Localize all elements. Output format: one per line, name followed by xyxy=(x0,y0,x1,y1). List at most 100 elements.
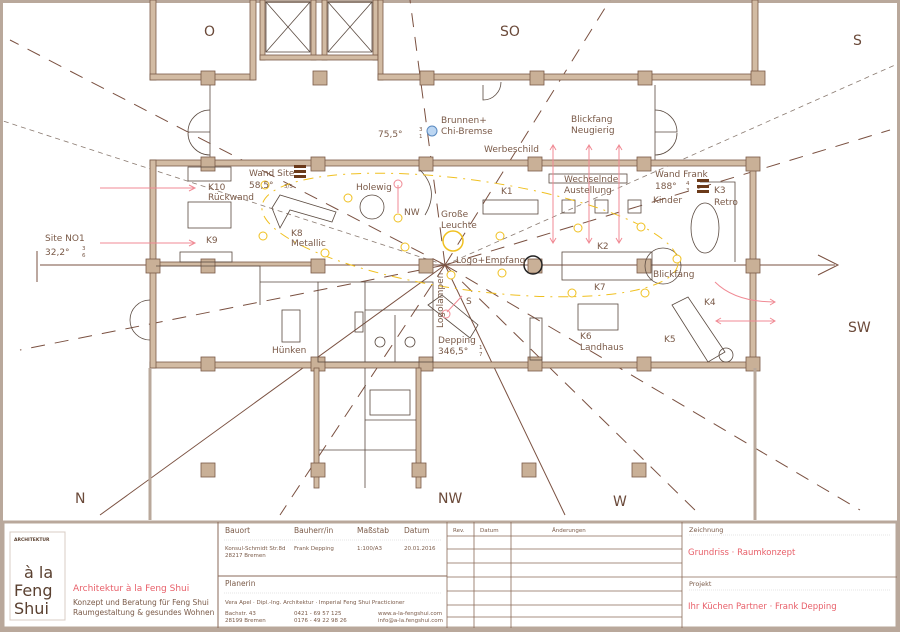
logo-architektur: ARCHITEKTUR xyxy=(14,537,50,543)
fraction-bottom: 3 xyxy=(686,188,690,194)
columns xyxy=(145,156,761,372)
label-austellung: Austellung xyxy=(564,186,612,196)
planerin-phone-1: 0421 - 69 57 125 xyxy=(294,611,342,617)
movement-arrows xyxy=(100,125,776,325)
label-k3: K3 xyxy=(714,186,726,196)
planerin-website: www.a-la-fengshui.com xyxy=(378,611,442,617)
header-zeichnung: Zeichnung xyxy=(689,526,723,534)
label-depping: Depping xyxy=(438,336,476,346)
fraction-top: 3 xyxy=(82,246,86,252)
label-kinder: Kinder xyxy=(653,196,682,206)
direction-nw: NW xyxy=(438,491,462,507)
logo-shui: Shui xyxy=(14,599,49,618)
arrow-head-icon xyxy=(817,254,840,276)
label-leuchte: Leuchte xyxy=(441,221,477,231)
label-retro: Retro xyxy=(714,198,738,208)
elevator-icon xyxy=(327,1,373,53)
header-planerin: Planerin xyxy=(225,579,256,588)
logo-feng: Feng xyxy=(14,581,52,600)
fraction-bottom: 6 xyxy=(82,253,86,259)
label-wand-site-degree: 58,5° xyxy=(249,181,274,191)
planerin-city: 28199 Bremen xyxy=(225,618,266,624)
label-s-mark: S xyxy=(466,297,472,307)
feng-shui-guide-lines xyxy=(0,0,896,516)
label-k5: K5 xyxy=(664,335,676,345)
value-bauort-street: Konsul-Schmidt Str.8d xyxy=(225,546,285,552)
label-wand-frank: Wand Frank xyxy=(655,170,709,180)
label-brunnen: Brunnen+ xyxy=(441,116,487,126)
planerin-street: Bachstr. 43 xyxy=(225,611,256,617)
header-massstab: Maßstab xyxy=(357,526,389,535)
value-bauort-city: 28217 Bremen xyxy=(225,553,266,559)
label-rueckwand: Rückwand xyxy=(208,193,254,203)
direction-o: O xyxy=(204,24,215,40)
tagline-1: Konzept und Beratung für Feng Shui xyxy=(73,598,209,607)
label-wand-frank-degree: 188° xyxy=(655,182,677,192)
label-site-no1: Site NO1 xyxy=(45,234,85,244)
fraction-top: 3 xyxy=(419,127,423,133)
direction-so: SO xyxy=(500,24,520,40)
header-bauort: Bauort xyxy=(225,526,250,535)
wall-symbol-icon xyxy=(697,179,709,193)
projekt-value: Ihr Küchen Partner · Frank Depping xyxy=(688,602,837,612)
direction-w: W xyxy=(613,494,627,510)
title-block: ARCHITEKTUR à la Feng Shui Architektur à… xyxy=(1,520,899,630)
header-aenderungen: Änderungen xyxy=(552,527,586,534)
label-k7: K7 xyxy=(594,283,606,293)
label-landhaus: Landhaus xyxy=(580,343,624,353)
value-bauherr: Frank Depping xyxy=(294,546,334,552)
lamp-icon xyxy=(442,230,464,252)
label-blickfang-k: Blickfang xyxy=(653,270,694,280)
planerin-email: info@a-la.fengshui.com xyxy=(378,618,443,624)
label-k1: K1 xyxy=(501,187,513,197)
direction-nw-small: NW xyxy=(404,208,420,218)
label-blickfang: Blickfang xyxy=(571,115,612,125)
main-floor xyxy=(129,156,761,372)
label-brunnen-degree: 75,5° xyxy=(378,130,403,140)
fountain-icon xyxy=(426,125,438,137)
tagline-2: Raumgestaltung & gesundes Wohnen xyxy=(73,608,215,617)
value-massstab: 1:100/A3 xyxy=(357,546,382,552)
label-holewig: Holewig xyxy=(356,183,392,193)
planerin-line: Vera Apel · Dipl.-Ing. Architektur · Imp… xyxy=(225,600,405,606)
header-datum: Datum xyxy=(404,526,429,535)
label-chi-bremse: Chi-Bremse xyxy=(441,127,493,137)
fraction-top: 4 xyxy=(686,181,690,187)
label-grosse: Große xyxy=(441,210,469,220)
direction-s: S xyxy=(853,33,862,49)
compass-directions: O SO S SW W NW N NW xyxy=(75,24,871,510)
label-k9: K9 xyxy=(206,236,218,246)
zeichnung-value: Grundriss · Raumkonzept xyxy=(688,548,796,558)
label-wechselnde: Wechselnde xyxy=(564,175,619,185)
fraction-bottom: 1 xyxy=(419,134,423,140)
fraction-bottom: 7 xyxy=(479,352,483,358)
label-k10: K10 xyxy=(208,183,226,193)
header-projekt: Projekt xyxy=(689,580,712,588)
label-k8: K8 xyxy=(291,229,303,239)
plan-labels: Brunnen+ Chi-Bremse 75,5° 3 1 Werbeschil… xyxy=(45,115,738,358)
lower-building xyxy=(148,367,757,520)
header-rev-datum: Datum xyxy=(480,528,499,534)
upper-building xyxy=(149,0,766,163)
direction-n: N xyxy=(75,491,85,507)
label-site-no1-degree: 32,2° xyxy=(45,248,70,258)
label-metallic: Metallic xyxy=(291,239,326,249)
label-logolampen: Logolampen xyxy=(436,273,446,328)
label-neugierig: Neugierig xyxy=(571,126,615,136)
logo-a-la: à la xyxy=(24,563,53,582)
logo-box xyxy=(9,531,66,621)
chi-flow-path xyxy=(258,172,682,298)
label-werbeschild: Werbeschild xyxy=(484,145,539,155)
label-depping-degree: 346,5° xyxy=(438,347,468,357)
wall-symbol-icon xyxy=(294,165,306,178)
firm-name: Architektur à la Feng Shui xyxy=(73,584,189,594)
value-datum: 20.01.2016 xyxy=(404,546,436,552)
label-k6: K6 xyxy=(580,332,592,342)
label-wand-site: Wand Site xyxy=(249,169,295,179)
label-huenken: Hünken xyxy=(272,346,306,356)
revisions-table xyxy=(446,522,897,628)
header-rev: Rev. xyxy=(453,528,465,534)
planerin-phone-2: 0176 - 49 22 98 26 xyxy=(294,618,347,624)
pillar-marker xyxy=(523,255,543,275)
